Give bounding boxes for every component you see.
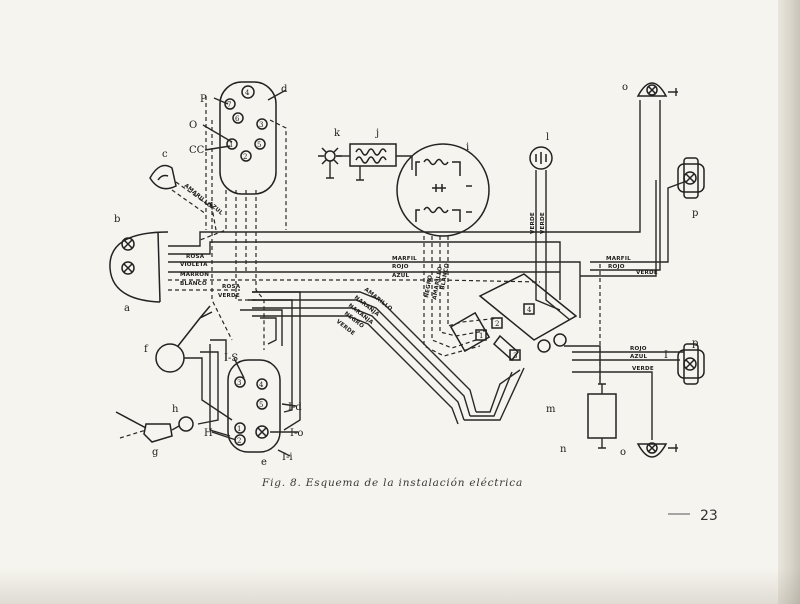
label-k: k (334, 128, 341, 139)
switch-terminal-1: 1 (229, 141, 233, 149)
label-i: i (466, 142, 469, 153)
wire-label-marfil-right: MARFIL (606, 256, 631, 262)
wire-label-verde-l1: VERDE (530, 212, 536, 234)
label-m: m (546, 404, 556, 415)
label-I-o: I-o (290, 428, 303, 439)
ignition-switch: 4 7 6 3 1 5 2 (219, 81, 277, 195)
regulator-terminal-1: 1 (479, 332, 483, 340)
right-turn-lamp-lower (677, 343, 705, 385)
wire-color-labels: ROSA VIOLETA MARRON BLANCO ROSA VERDE AZ… (180, 183, 658, 372)
wire-label-violeta: VIOLETA (180, 262, 208, 268)
label-I-right: I (664, 350, 668, 361)
wire-label-rosa-2: ROSA (222, 284, 241, 290)
horn-button (155, 305, 213, 373)
headlamp (109, 231, 169, 303)
battery (587, 383, 617, 449)
label-c: c (162, 149, 168, 160)
wire-label-rosa: ROSA (186, 254, 205, 260)
rear-lamp (318, 147, 342, 179)
lower-switch-terminal-5: 5 (259, 401, 263, 409)
wire-label-verde-rb: VERDE (632, 366, 654, 372)
label-CC: CC (189, 145, 205, 156)
label-h: h (172, 404, 179, 415)
wire-label-azul-rb: AZUL (630, 354, 648, 360)
label-I-d: I-d (288, 402, 302, 413)
page-shadow (0, 568, 800, 604)
brake-light-switch (115, 411, 194, 443)
switch-terminal-5: 5 (257, 141, 261, 149)
regulator-terminal-4: 4 (527, 306, 532, 314)
label-d: d (281, 84, 288, 95)
regulator-terminal-3: 3 (513, 352, 517, 360)
component-letters: a b c d e f g h i j k l m n o o p p P O … (114, 82, 698, 468)
wire-label-verde-left: VERDE (218, 293, 240, 299)
switch-terminal-3: 3 (259, 121, 263, 129)
rear-turn-lamp (636, 442, 678, 458)
label-b: b (114, 214, 120, 225)
label-o-top: o (622, 82, 628, 93)
switch-terminal-4: 4 (245, 89, 250, 97)
lower-switch-terminal-2: 2 (237, 437, 241, 445)
label-e: e (261, 457, 267, 468)
lower-switch-terminal-3: 3 (237, 379, 241, 387)
page-binding-edge (778, 0, 800, 604)
regulator-terminal-2: 2 (495, 320, 499, 328)
label-l: l (546, 132, 549, 143)
wire-label-marfil-mid: MARFIL (392, 256, 417, 262)
label-P: P (200, 94, 207, 105)
label-n: n (560, 444, 567, 455)
switch-terminal-7: 7 (227, 101, 231, 109)
label-O: O (189, 120, 197, 131)
voltage-regulator: 1 2 3 4 (449, 273, 578, 362)
wire-label-blanco: BLANCO (180, 281, 207, 287)
handlebar-switch: 3 4 5 1 2 (227, 359, 281, 453)
wire-label-verde-right: VERDE (636, 270, 658, 276)
right-turn-lamp-upper (677, 157, 705, 199)
wire-label-azul-mid: AZUL (392, 273, 410, 279)
wire-label-rojo-rb: ROJO (630, 346, 647, 352)
wire-label-rojo-right: ROJO (608, 264, 625, 270)
label-g: g (152, 447, 159, 458)
switch-terminal-2: 2 (243, 153, 247, 161)
figure-caption: Fig. 8. Esquema de la instalación eléctr… (261, 477, 523, 489)
wire-label-verde-l2: VERDE (540, 212, 546, 234)
label-I-S: I-S (224, 353, 238, 364)
headlamp-bulb-upper (121, 237, 135, 251)
label-H: H (204, 428, 213, 439)
switch-terminal-6: 6 (235, 115, 240, 123)
wiring-harness (168, 96, 685, 440)
front-turn-lamp (636, 82, 678, 97)
magneto-flywheel (396, 143, 490, 237)
wire-label-amarillo-vert: AMARILLO (432, 266, 444, 300)
lower-switch-terminal-4: 4 (259, 381, 264, 389)
ignition-coil (349, 143, 397, 181)
label-p-bottom: p (692, 338, 698, 349)
label-o-bottom: o (620, 447, 626, 458)
wire-label-blanco-vert: BLANCO (440, 263, 451, 291)
wire-label-marron: MARRON (180, 272, 209, 278)
label-f: f (144, 344, 149, 355)
label-j: j (375, 128, 379, 139)
wire-label-amarillo-horn: AMARILLO (183, 183, 213, 209)
lower-switch-terminal-1: 1 (237, 425, 241, 433)
horn (149, 164, 177, 190)
label-a: a (124, 303, 130, 314)
page-number: 23 (700, 508, 718, 524)
label-p-top: p (692, 208, 698, 219)
wire-label-negro-vert: NEGRO (424, 274, 434, 298)
tail-lamp (529, 146, 553, 170)
label-I-i: I-i (282, 452, 293, 463)
wire-label-rojo-mid: ROJO (392, 264, 409, 270)
headlamp-bulb-main (121, 261, 135, 275)
